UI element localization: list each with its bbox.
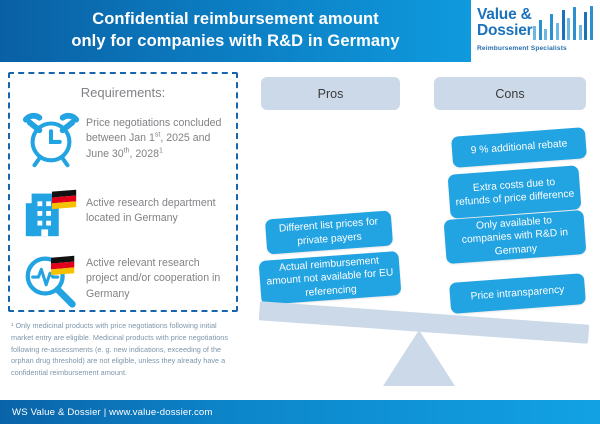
requirement-text-1: Price negotiations concluded between Jan… [86, 117, 222, 160]
footer-bar: WS Value & Dossier | www.value-dossier.c… [0, 400, 600, 424]
page-title-line-2: only for companies with R&D in Germany [71, 32, 400, 50]
requirement-item-3: Active relevant research project and/or … [20, 248, 234, 310]
logo-bar-chart-icon [533, 6, 597, 40]
requirement-item-1: Price negotiations concluded between Jan… [20, 108, 234, 170]
pro-card-2[interactable]: Actual reimbursement amount not availabl… [258, 250, 402, 306]
con-card-3[interactable]: Only available to companies with R&D in … [443, 209, 587, 265]
pro-card-1[interactable]: Different list prices for private payers [264, 210, 394, 255]
balance-fulcrum-triangle [383, 330, 455, 386]
footnote-text: ¹ Only medicinal products with price neg… [11, 321, 228, 378]
office-building-germany-flag-icon [20, 180, 82, 242]
con-card-4[interactable]: Price intransparency [449, 273, 586, 314]
alarm-clock-icon [20, 108, 82, 170]
page-title: Confidential reimbursement amount only f… [61, 9, 409, 53]
logo-word-line-2: Dossier [477, 22, 533, 40]
page-title-line-1: Confidential reimbursement amount [92, 10, 379, 29]
header-banner: Confidential reimbursement amount only f… [0, 0, 471, 62]
logo-word-line-1: Value & [477, 6, 532, 23]
requirements-panel: Requirements: Price negotiatio [8, 72, 238, 312]
cons-header: Cons [434, 77, 586, 110]
con-card-1[interactable]: 9 % additional rebate [451, 127, 587, 168]
logo-tagline: Reimbursement Specialists [477, 45, 567, 52]
requirement-text-3: Active relevant research project and/or … [86, 257, 221, 300]
company-logo: Value & Dossier Reimbursement Specialist… [477, 5, 597, 61]
pros-header: Pros [261, 77, 400, 110]
requirement-text-2: Active research department located in Ge… [86, 196, 216, 224]
requirements-title: Requirements: [80, 85, 166, 100]
footer-text: WS Value & Dossier | www.value-dossier.c… [12, 406, 213, 418]
magnifier-heartbeat-germany-flag-icon [20, 248, 82, 310]
requirement-item-2: Active research department located in Ge… [20, 180, 234, 242]
logo-wordmark: Value & Dossier [477, 6, 533, 40]
